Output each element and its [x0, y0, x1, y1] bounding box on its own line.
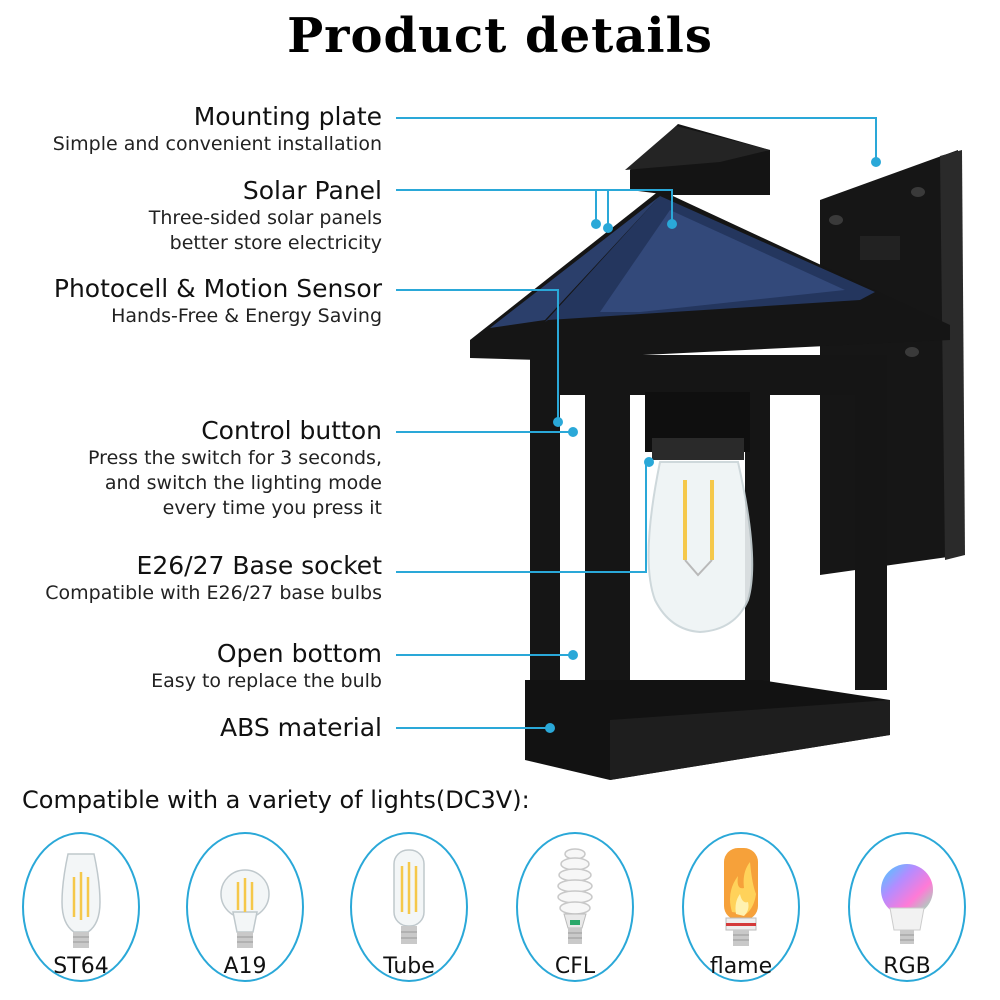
st64-bulb-icon — [61, 853, 101, 948]
bulb-label: CFL — [554, 954, 596, 979]
bulb-card-st64: ST64 — [22, 832, 140, 982]
bulb-card-tube: Tube — [350, 832, 468, 982]
bulb-card-flame: flame — [682, 832, 800, 982]
callout-dots — [545, 157, 881, 733]
bulb-label: ST64 — [53, 954, 109, 979]
rgb-bulb-icon — [881, 864, 933, 944]
feature-title: Control button — [201, 416, 382, 445]
bulb-card-rgb: RGB — [848, 832, 966, 982]
feature-description: better store electricity — [169, 232, 382, 254]
feature-title: E26/27 Base socket — [136, 551, 382, 580]
tube-bulb-icon — [393, 849, 425, 944]
feature-description: and switch the lighting mode — [104, 472, 382, 494]
feature-description: Hands-Free & Energy Saving — [111, 305, 382, 327]
feature-description: Easy to replace the bulb — [151, 670, 382, 692]
feature-photocell-motion-sensor: Photocell & Motion Sensor Hands-Free & E… — [54, 274, 382, 329]
feature-description: Three-sided solar panels — [148, 207, 382, 229]
roof-graphic — [470, 124, 950, 360]
callout-lines — [396, 117, 877, 729]
a19-bulb-icon — [220, 869, 270, 948]
page-title: Product details — [287, 8, 713, 64]
bulb-label: flame — [709, 954, 773, 979]
bulb-card-a19: A19 — [186, 832, 304, 982]
feature-open-bottom: Open bottom Easy to replace the bulb — [151, 639, 382, 694]
feature-title: Open bottom — [216, 639, 382, 668]
feature-description: Simple and convenient installation — [52, 133, 382, 155]
bulb-label: Tube — [383, 954, 435, 979]
feature-abs-material: ABS material — [220, 713, 382, 743]
bulb-and-socket — [645, 392, 754, 634]
feature-title: Solar Panel — [242, 176, 382, 205]
feature-control-button: Control button Press the switch for 3 se… — [88, 416, 382, 521]
feature-solar-panel: Solar Panel Three-sided solar panels bet… — [149, 176, 382, 256]
flame-bulb-icon — [724, 848, 758, 946]
bulb-card-cfl: CFL — [516, 832, 634, 982]
feature-description: Compatible with E26/27 base bulbs — [45, 582, 382, 604]
feature-title: Mounting plate — [193, 102, 382, 131]
lantern-cage — [525, 355, 890, 780]
feature-base-socket: E26/27 Base socket Compatible with E26/2… — [45, 551, 382, 606]
feature-description: every time you press it — [162, 497, 382, 519]
front-solar-panel — [600, 210, 845, 312]
feature-description: Press the switch for 3 seconds, — [88, 447, 382, 469]
bulb-label: RGB — [883, 954, 931, 979]
feature-title: Photocell & Motion Sensor — [53, 274, 382, 303]
cfl-bulb-icon — [557, 848, 593, 944]
feature-mounting-plate: Mounting plate Simple and convenient ins… — [53, 102, 382, 157]
left-solar-panel — [490, 196, 660, 328]
feature-title: ABS material — [220, 713, 382, 742]
compatibility-heading: Compatible with a variety of lights(DC3V… — [22, 786, 530, 814]
bulb-label: A19 — [223, 954, 267, 979]
